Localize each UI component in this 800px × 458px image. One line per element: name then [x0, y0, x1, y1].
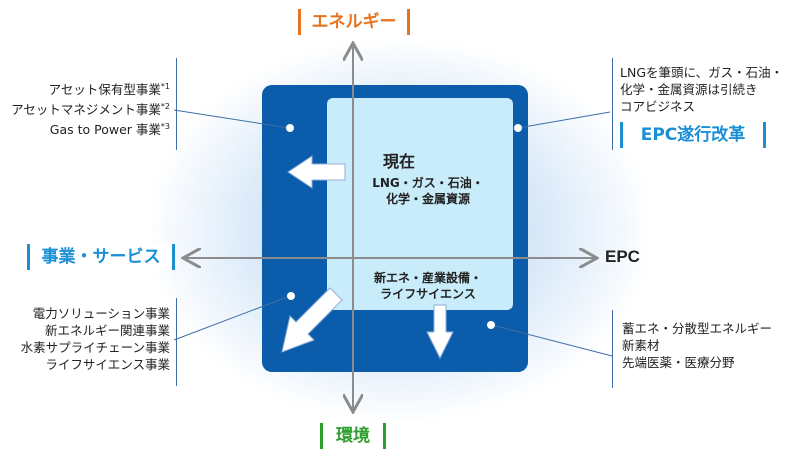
list-item: 新エネルギー関連事業 — [44, 323, 170, 338]
bottom-left-group: 電力ソリューション事業 新エネルギー関連事業 水素サプライチェーン事業 ライフサ… — [10, 305, 170, 373]
list-item: LNGを筆頭に、ガス・石油・ — [620, 65, 784, 80]
down-left-arrow — [281, 287, 343, 353]
bracket-top-left — [176, 58, 177, 150]
list-item: 水素サプライチェーン事業 — [20, 340, 170, 355]
lower-description: 新エネ・産業設備・ ライフサイエンス — [363, 270, 493, 302]
list-item: 電力ソリューション事業 — [32, 306, 170, 321]
current-line-1: LNG・ガス・石油・ — [372, 176, 484, 190]
business-service-axis-label: 事業・サービス — [27, 244, 175, 270]
bracket-top-right — [612, 58, 613, 150]
current-title: 現在 — [383, 152, 416, 171]
epc-reform-label: EPC遂行改革 — [620, 122, 766, 148]
epc-axis-label: EPC — [605, 247, 640, 266]
bottom-right-group: 蓄エネ・分散型エネルギー 新素材 先端医薬・医療分野 — [622, 320, 792, 371]
left-arrow — [287, 155, 346, 189]
lower-line-1: 新エネ・産業設備・ — [373, 271, 482, 285]
list-item: アセット保有型事業*1 — [48, 82, 170, 98]
environment-axis-label: 環境 — [320, 423, 386, 449]
list-item: Gas to Power 事業*3 — [49, 122, 170, 138]
list-item: アセットマネジメント事業*2 — [11, 102, 170, 118]
top-right-group: LNGを筆頭に、ガス・石油・ 化学・金属資源は引続き コアビジネス — [620, 64, 790, 115]
list-item: 蓄エネ・分散型エネルギー — [622, 321, 773, 336]
down-arrow — [426, 304, 454, 360]
list-item: 新素材 — [622, 338, 660, 353]
current-line-2: 化学・金属資源 — [385, 192, 470, 206]
list-item: 先端医薬・医療分野 — [622, 355, 735, 370]
bracket-bottom-left — [176, 298, 177, 386]
list-item: 化学・金属資源は引続き — [620, 82, 758, 97]
list-item: コアビジネス — [620, 99, 696, 114]
inner-square — [327, 98, 513, 310]
top-left-group: アセット保有型事業*1 アセットマネジメント事業*2 Gas to Power … — [10, 78, 170, 138]
energy-axis-label: エネルギー — [298, 9, 410, 35]
bracket-bottom-right — [612, 310, 613, 388]
current-description: LNG・ガス・石油・ 化学・金属資源 — [363, 175, 493, 207]
lower-line-2: ライフサイエンス — [380, 287, 476, 301]
list-item: ライフサイエンス事業 — [45, 357, 170, 372]
